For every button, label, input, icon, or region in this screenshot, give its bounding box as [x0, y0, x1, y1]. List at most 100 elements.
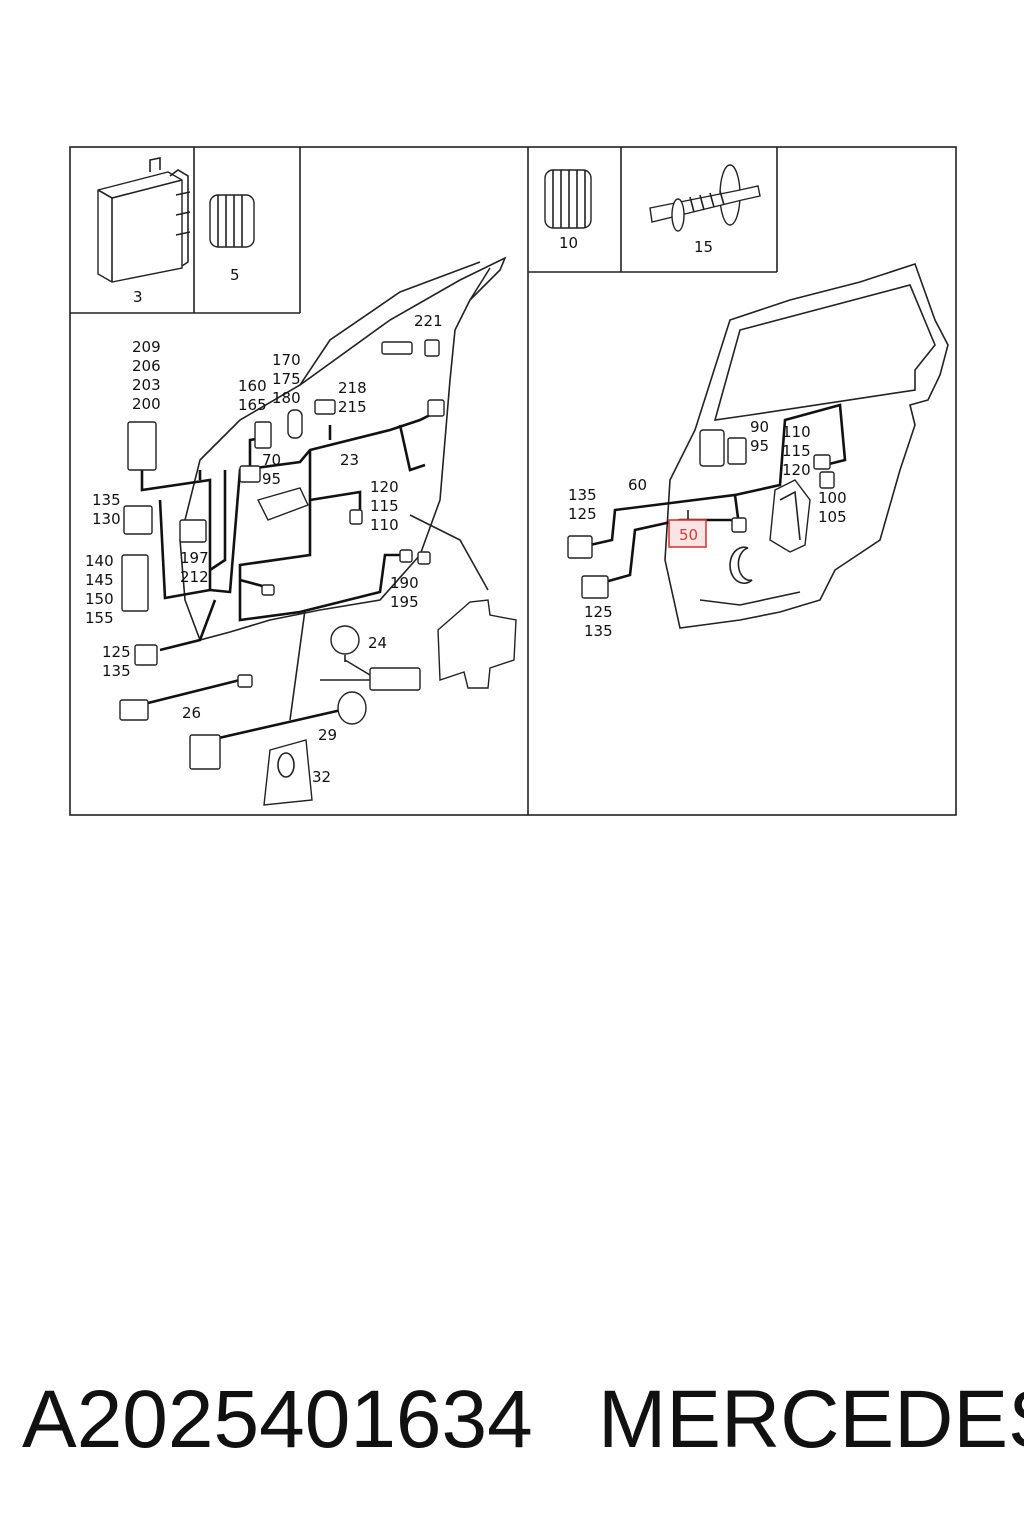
switch-icon: [699, 429, 725, 467]
svg-text:32: 32: [312, 768, 331, 786]
door-lock-switch-icon: [256, 487, 309, 521]
connector-icon: [134, 644, 158, 666]
label-5: 5: [230, 266, 240, 284]
svg-text:70: 70: [262, 451, 281, 469]
connector-icon: [287, 409, 303, 439]
svg-text:221: 221: [414, 312, 443, 330]
front-callouts: 209 206 203 200 170 175 180 160 165 221 …: [85, 312, 443, 786]
svg-text:100: 100: [818, 489, 847, 507]
rear-connectors: [567, 429, 835, 599]
connector-icon: [424, 339, 440, 357]
svg-text:95: 95: [750, 437, 769, 455]
speaker-opening: [729, 546, 753, 585]
svg-text:218: 218: [338, 379, 367, 397]
control-module-icon: [97, 157, 191, 283]
svg-text:125: 125: [584, 603, 613, 621]
svg-text:26: 26: [182, 704, 201, 722]
svg-text:215: 215: [338, 398, 367, 416]
part-number: A2025401634: [22, 1374, 533, 1465]
connector-icon: [314, 399, 336, 415]
svg-text:125: 125: [102, 643, 131, 661]
svg-text:120: 120: [782, 461, 811, 479]
svg-text:212: 212: [180, 568, 209, 586]
grommet-icon: [209, 194, 255, 248]
connector-icon: [127, 421, 157, 471]
svg-text:24: 24: [368, 634, 387, 652]
highlight-box[interactable]: [668, 519, 707, 548]
svg-text:29: 29: [318, 726, 337, 744]
svg-text:120: 120: [370, 478, 399, 496]
connector-icon: [119, 699, 149, 721]
svg-text:206: 206: [132, 357, 161, 375]
svg-text:200: 200: [132, 395, 161, 413]
rear-door: [664, 262, 949, 629]
svg-text:190: 190: [390, 574, 419, 592]
connector-icon: [381, 341, 413, 355]
footer: A2025401634 MERCEDES: [0, 1375, 1024, 1465]
svg-text:195: 195: [390, 593, 419, 611]
label-10: 10: [559, 234, 578, 252]
svg-text:130: 130: [92, 510, 121, 528]
front-door: [179, 256, 507, 721]
svg-text:160: 160: [238, 377, 267, 395]
svg-text:115: 115: [370, 497, 399, 515]
svg-text:209: 209: [132, 338, 161, 356]
switch-icon: [727, 437, 747, 465]
pin-icon: [649, 164, 761, 232]
svg-text:125: 125: [568, 505, 597, 523]
svg-text:203: 203: [132, 376, 161, 394]
connector-icon: [731, 517, 747, 533]
grommet-icon: [337, 691, 367, 725]
connector-icon: [417, 551, 431, 565]
connector-icon: [399, 549, 413, 563]
svg-text:23: 23: [340, 451, 359, 469]
svg-text:170: 170: [272, 351, 301, 369]
svg-text:135: 135: [102, 662, 131, 680]
svg-text:155: 155: [85, 609, 114, 627]
connector-icon: [121, 554, 149, 612]
svg-text:175: 175: [272, 370, 301, 388]
svg-text:135: 135: [92, 491, 121, 509]
connector-icon: [567, 535, 593, 559]
diagram-frame: [69, 146, 957, 816]
connector-icon: [427, 399, 445, 417]
front-connectors: [119, 339, 517, 806]
connector-icon: [261, 584, 275, 596]
svg-text:110: 110: [370, 516, 399, 534]
svg-text:197: 197: [180, 549, 209, 567]
connector-icon: [254, 421, 272, 449]
connector-icon: [189, 734, 221, 770]
connector-icon: [123, 505, 153, 535]
connector-icon: [349, 509, 363, 525]
svg-text:105: 105: [818, 508, 847, 526]
svg-text:145: 145: [85, 571, 114, 589]
label-3: 3: [133, 288, 143, 306]
svg-text:115: 115: [782, 442, 811, 460]
svg-text:180: 180: [272, 389, 301, 407]
lock-actuator-icon: [437, 599, 517, 689]
cover-plate-icon: [263, 739, 313, 806]
svg-text:95: 95: [262, 470, 281, 488]
svg-text:135: 135: [568, 486, 597, 504]
connector-icon: [819, 471, 835, 489]
svg-text:60: 60: [628, 476, 647, 494]
svg-text:110: 110: [782, 423, 811, 441]
brand-name: MERCEDES: [598, 1374, 1024, 1465]
label-50: 50: [679, 526, 698, 544]
connector-icon: [239, 465, 261, 483]
connector-icon: [813, 454, 831, 470]
svg-text:165: 165: [238, 396, 267, 414]
connector-icon: [179, 519, 207, 543]
svg-text:140: 140: [85, 552, 114, 570]
lock-actuator-icon: [769, 479, 811, 553]
connector-icon: [237, 674, 253, 688]
label-15: 15: [694, 238, 713, 256]
svg-text:135: 135: [584, 622, 613, 640]
svg-text:90: 90: [750, 418, 769, 436]
rear-callouts: 90 95 110 115 120 135 125 60 100 105 125…: [568, 418, 847, 640]
connector-icon: [369, 667, 421, 691]
tool-icon: [330, 625, 360, 655]
connector-icon: [581, 575, 609, 599]
svg-text:150: 150: [85, 590, 114, 608]
